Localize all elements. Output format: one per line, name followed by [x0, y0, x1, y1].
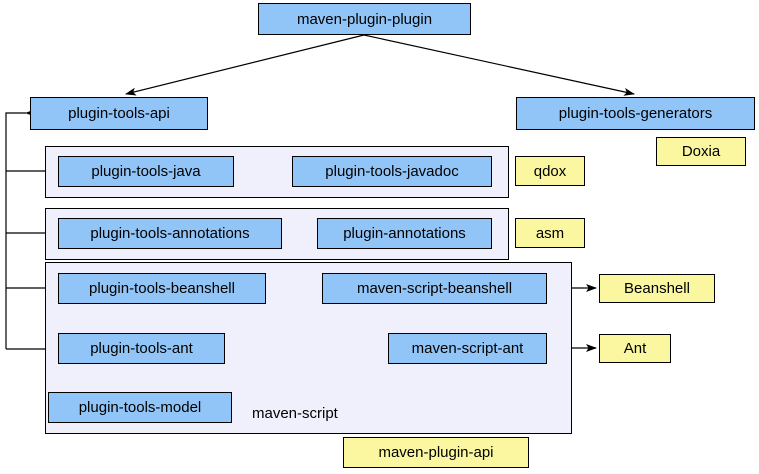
node-maven-script-ant[interactable]: maven-script-ant	[388, 333, 547, 364]
group-maven-script-label: maven-script	[252, 405, 338, 422]
node-asm[interactable]: asm	[515, 218, 585, 248]
node-plugin-tools-beanshell[interactable]: plugin-tools-beanshell	[58, 273, 266, 304]
edge-bus-tools-api	[5, 109, 36, 349]
node-plugin-tools-ant[interactable]: plugin-tools-ant	[58, 333, 225, 364]
node-plugin-tools-javadoc[interactable]: plugin-tools-javadoc	[292, 156, 492, 187]
node-plugin-tools-annotations[interactable]: plugin-tools-annotations	[58, 218, 282, 249]
node-plugin-tools-generators[interactable]: plugin-tools-generators	[516, 97, 755, 130]
node-maven-script-beanshell[interactable]: maven-script-beanshell	[322, 273, 547, 304]
node-qdox[interactable]: qdox	[515, 156, 585, 186]
node-plugin-tools-java[interactable]: plugin-tools-java	[58, 156, 234, 187]
node-maven-plugin-plugin[interactable]: maven-plugin-plugin	[258, 3, 471, 35]
node-beanshell[interactable]: Beanshell	[599, 274, 715, 303]
node-plugin-tools-api[interactable]: plugin-tools-api	[30, 97, 208, 130]
node-plugin-tools-model[interactable]: plugin-tools-model	[48, 392, 232, 423]
edge-plugin-plugin-to-tools-generators	[363, 34, 635, 96]
node-plugin-annotations[interactable]: plugin-annotations	[317, 218, 492, 249]
node-doxia[interactable]: Doxia	[656, 137, 746, 166]
node-ant[interactable]: Ant	[599, 334, 671, 363]
node-maven-plugin-api[interactable]: maven-plugin-api	[343, 437, 529, 468]
edge-plugin-plugin-to-tools-api	[125, 34, 365, 96]
